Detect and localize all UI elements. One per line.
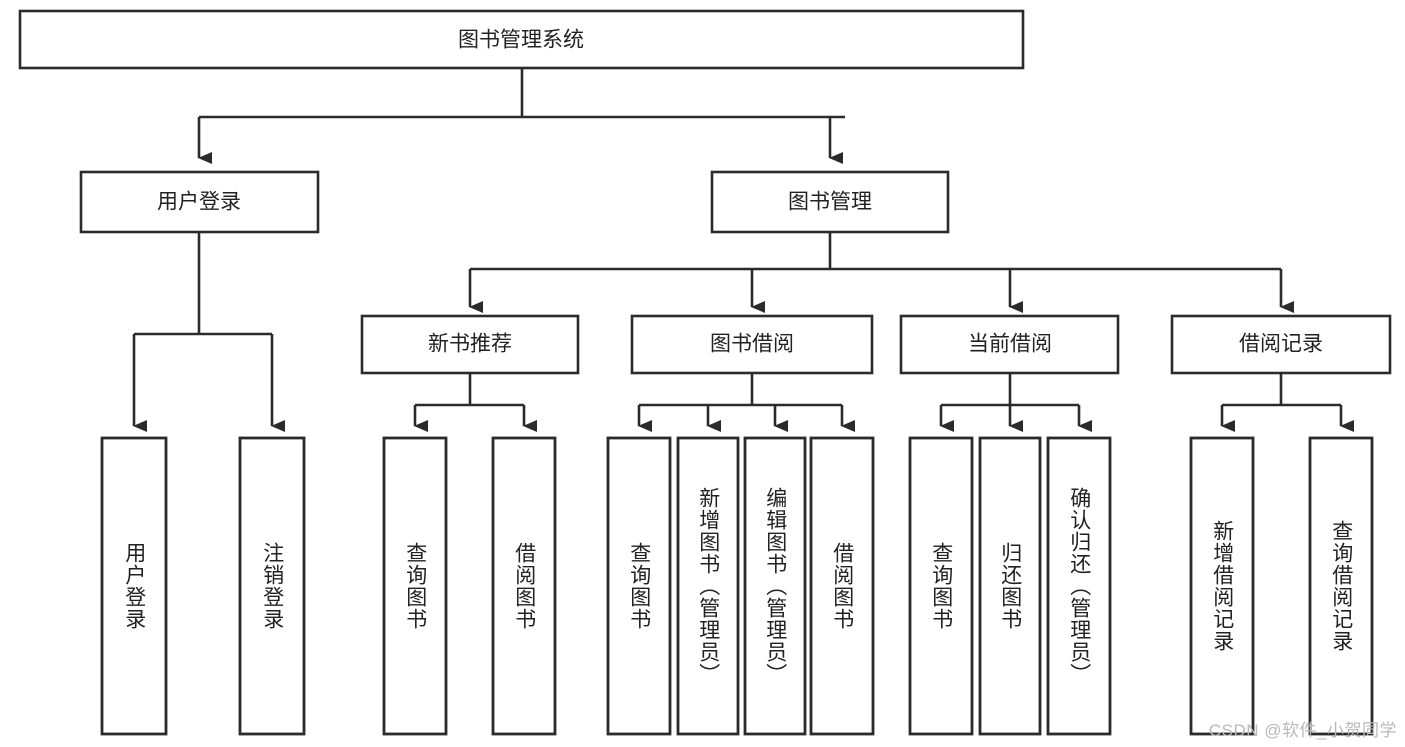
node-leaf-13-box[interactable] — [1308, 436, 1374, 736]
node-leaf-1-box[interactable] — [100, 436, 168, 736]
node-borrow-record-label: 借阅记录 — [1239, 333, 1323, 356]
connector-group-user-login — [132, 232, 285, 432]
node-leaf-9-box[interactable] — [908, 436, 974, 736]
node-leaf-4-box[interactable] — [491, 436, 557, 736]
connector-group-borrow-record — [1220, 373, 1354, 432]
node-book-manage-label: 图书管理 — [788, 191, 872, 214]
connector-group-current-borrow — [939, 373, 1092, 432]
connector-group-root — [197, 68, 845, 164]
connector-group-book-borrow — [637, 373, 855, 432]
node-book-borrow-box[interactable] — [630, 314, 874, 375]
connector-group-book-manage — [468, 232, 1294, 313]
node-new-book-rec[interactable]: 新书推荐 — [360, 314, 580, 375]
node-leaf-3-box[interactable] — [382, 436, 448, 736]
csdn-watermark: CSDN @软件_小贺同学 — [1208, 721, 1397, 740]
connector-group-new-book-rec — [413, 373, 537, 432]
node-leaf-7-box[interactable] — [743, 436, 807, 736]
node-borrow-record[interactable]: 借阅记录 — [1170, 314, 1392, 375]
node-leaf-6-box[interactable] — [676, 436, 740, 736]
node-new-book-rec-label: 新书推荐 — [428, 333, 512, 356]
node-current-borrow-box[interactable] — [899, 314, 1120, 375]
node-leaf-8-box[interactable] — [809, 436, 875, 736]
node-leaf-2-box[interactable] — [238, 436, 306, 736]
node-root-box[interactable] — [18, 9, 1025, 70]
node-user-login-label: 用户登录 — [157, 191, 241, 214]
node-book-borrow-label: 图书借阅 — [710, 333, 794, 356]
node-leaf-5-box[interactable] — [606, 436, 672, 736]
node-root[interactable]: 图书管理系统 — [18, 9, 1025, 70]
node-current-borrow-label: 当前借阅 — [968, 333, 1052, 356]
node-leaf-12-box[interactable] — [1189, 436, 1255, 736]
node-leaf-11-box[interactable] — [1046, 436, 1112, 736]
node-borrow-record-box[interactable] — [1170, 314, 1392, 375]
node-current-borrow[interactable]: 当前借阅 — [899, 314, 1120, 375]
node-book-manage[interactable]: 图书管理 — [710, 170, 950, 234]
node-user-login-box[interactable] — [79, 170, 320, 234]
node-new-book-rec-box[interactable] — [360, 314, 580, 375]
node-book-borrow[interactable]: 图书借阅 — [630, 314, 874, 375]
node-user-login[interactable]: 用户登录 — [79, 170, 320, 234]
node-book-manage-box[interactable] — [710, 170, 950, 234]
node-root-label: 图书管理系统 — [458, 29, 584, 52]
node-leaf-10-box[interactable] — [978, 436, 1042, 736]
